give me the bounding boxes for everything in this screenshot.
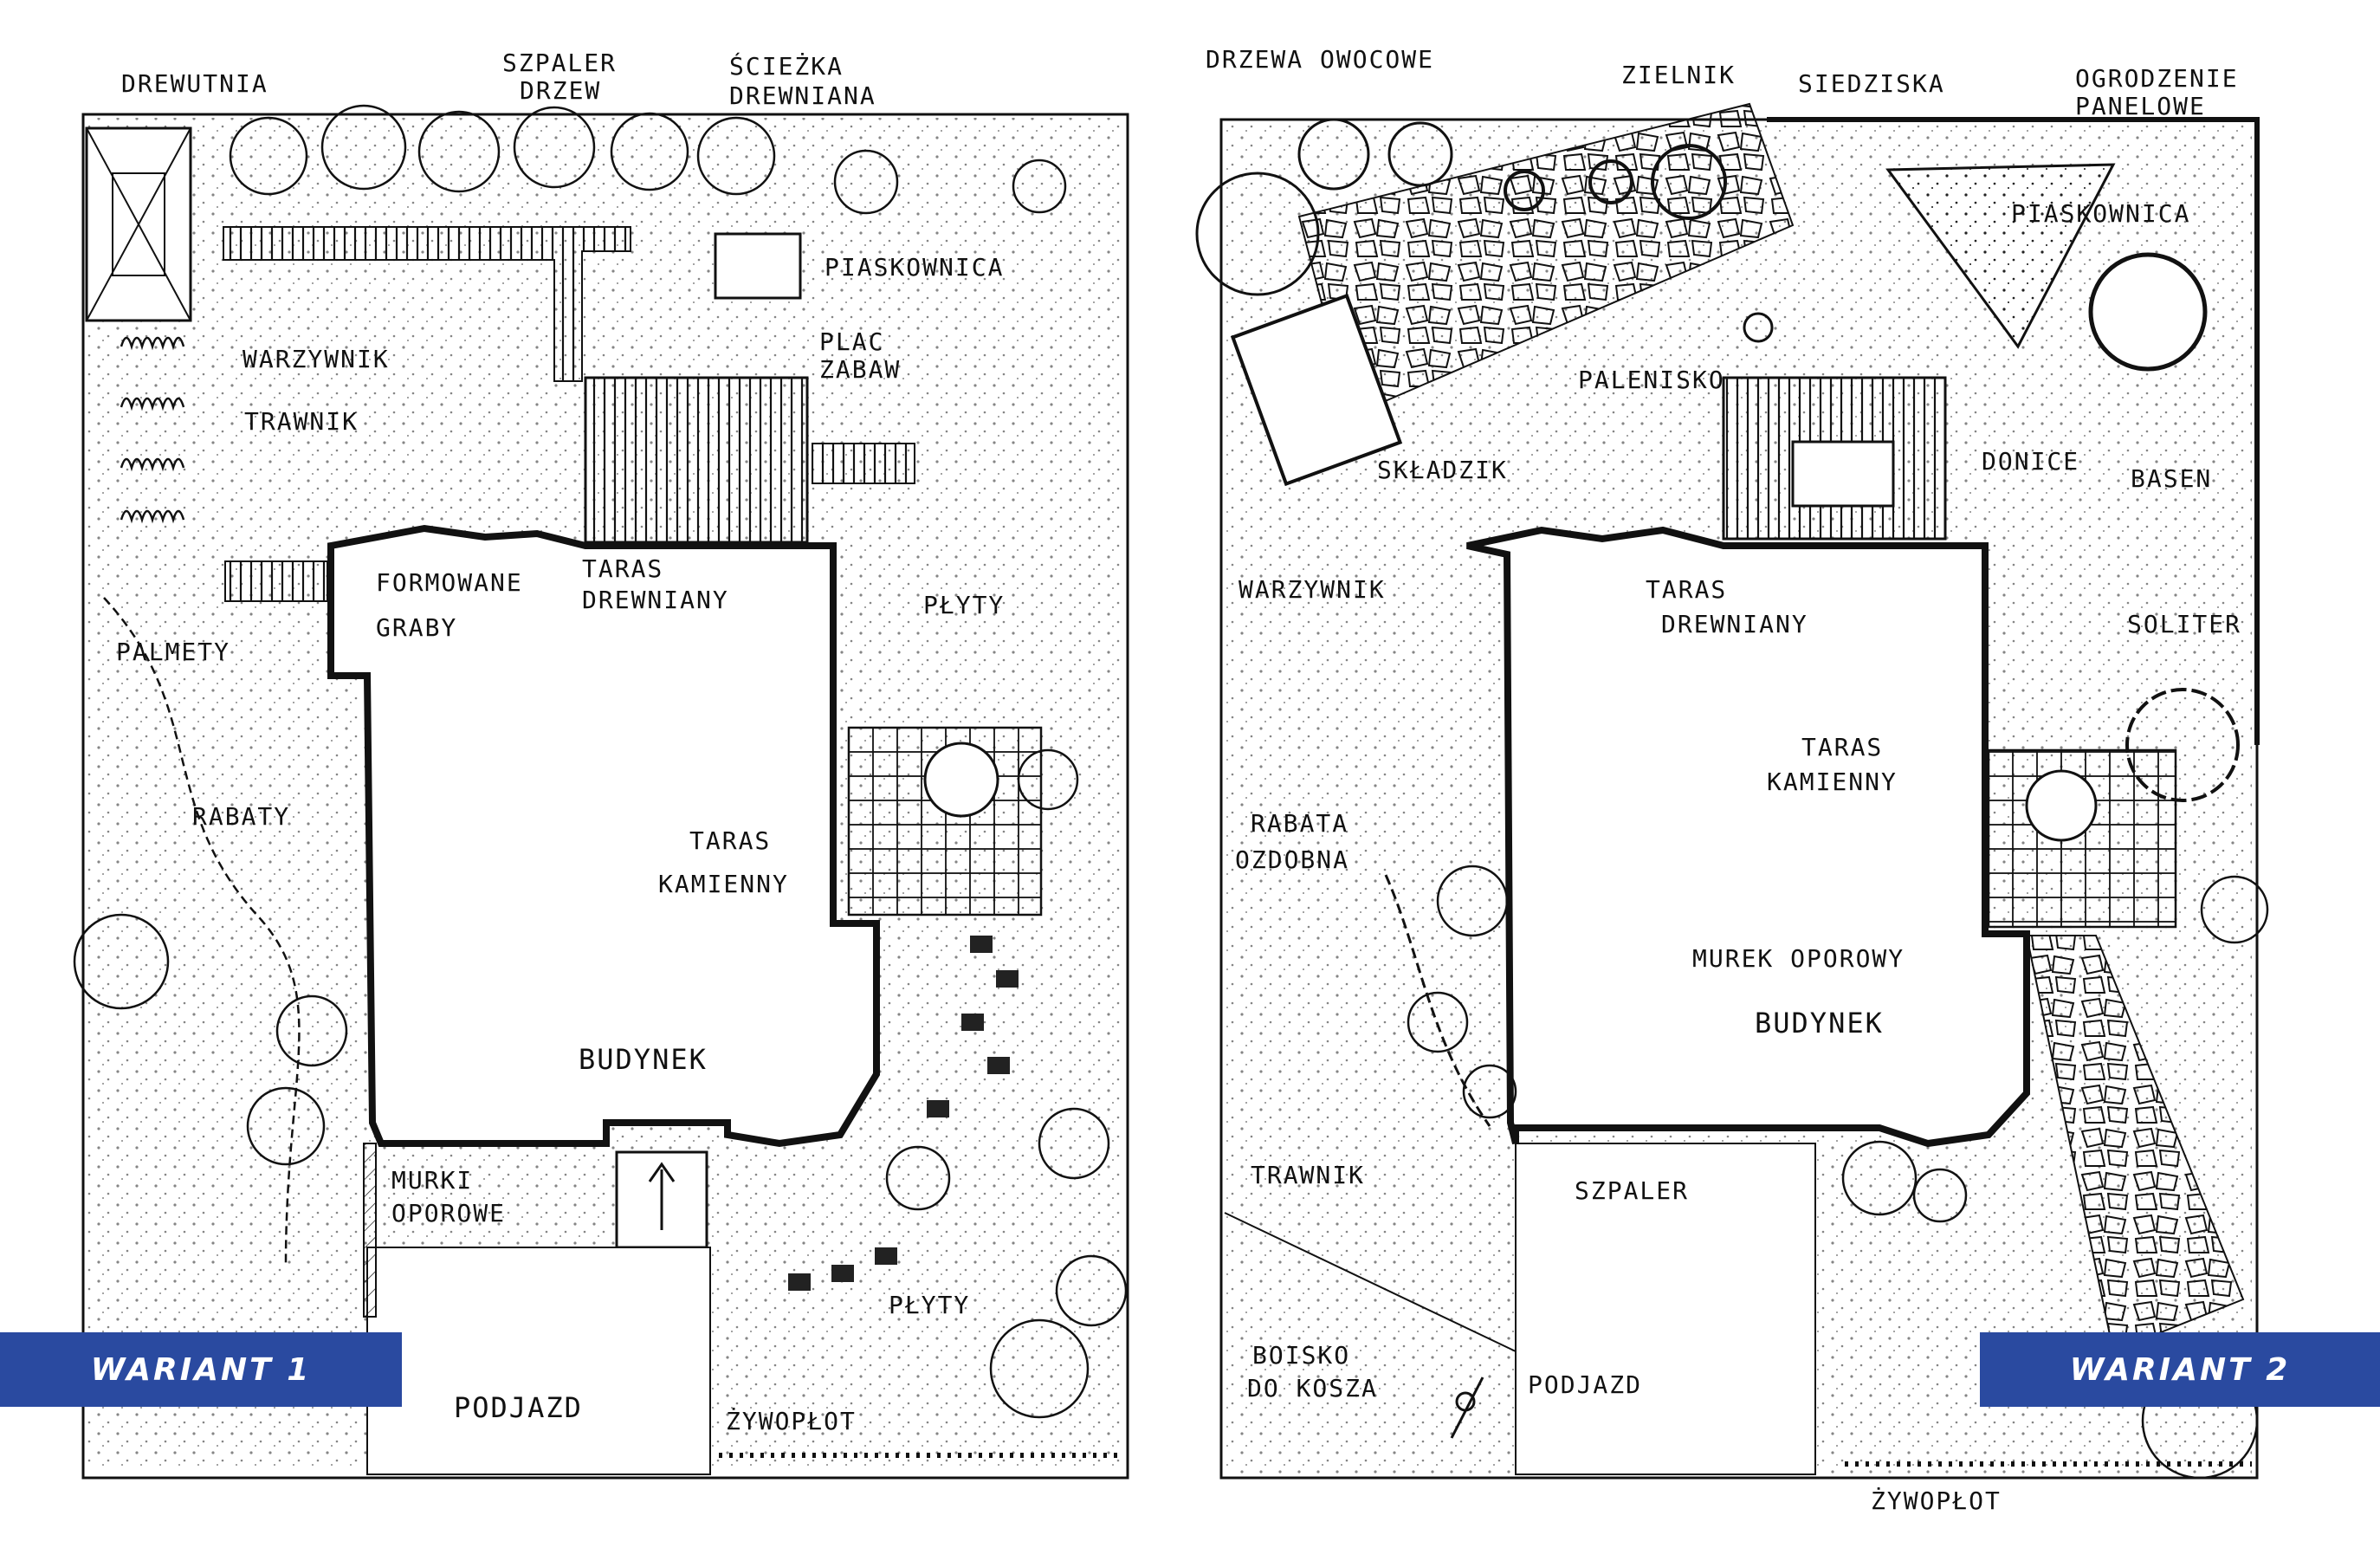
- sandbox-2: [1885, 163, 2116, 349]
- label-zywoplot: ŻYWOPŁOT: [726, 1407, 857, 1435]
- label-taras-kamienny-2: KAMIENNY: [658, 870, 789, 898]
- label-murki-2: OPOROWE: [391, 1199, 506, 1227]
- tree-row: [229, 104, 1067, 215]
- ornamental-beds: [103, 597, 301, 1266]
- label-donice: DONICE: [1982, 447, 2079, 476]
- label-zielnik: ZIELNIK: [1621, 61, 1736, 89]
- driveway: [366, 1247, 711, 1475]
- terrace-table-2: [2025, 769, 2098, 842]
- left-slabs: [224, 560, 328, 602]
- label-sciezka-1: ŚCIEŻKA: [729, 51, 844, 81]
- label-basen: BASEN: [2131, 464, 2212, 493]
- fire-pit: [1743, 312, 1774, 343]
- label-budynek-2: BUDYNEK: [1755, 1007, 1884, 1040]
- plot-boundary: [81, 113, 1129, 1480]
- label-sciezka-2: DREWNIANA: [729, 81, 876, 110]
- label-ogrodzenie-1: OGRODZENIE: [2075, 64, 2239, 93]
- label-podjazd-2: PODJAZD: [1528, 1370, 1642, 1399]
- label-budynek: BUDYNEK: [579, 1043, 708, 1076]
- variant-1-banner-text: WARIANT 1: [90, 1351, 312, 1388]
- label-podjazd: PODJAZD: [454, 1391, 583, 1424]
- herb-garden: [1504, 144, 1727, 220]
- labels-variant-1: DREWUTNIA SZPALER DRZEW ŚCIEŻKA DREWNIAN…: [116, 49, 1005, 1435]
- vegetable-garden: [120, 336, 185, 524]
- label-skladzik: SKŁADZIK: [1377, 456, 1508, 484]
- shrubs: [73, 748, 1128, 1419]
- label-rabata-1: RABATA: [1251, 809, 1348, 838]
- label-taras-kamienny-2b: KAMIENNY: [1767, 768, 1898, 796]
- variant-2-banner: WARIANT 2: [1980, 1332, 2380, 1407]
- label-taras-kamienny-1: TARAS: [689, 826, 771, 855]
- label-zywoplot-2: ŻYWOPŁOT: [1871, 1487, 2002, 1515]
- storage-shed: [1230, 293, 1403, 487]
- basketball-hoop: [1450, 1376, 1484, 1439]
- label-palenisko: PALENISKO: [1578, 366, 1725, 394]
- label-szpaler-1: SZPALER: [502, 49, 617, 77]
- label-taras-kamienny-2a: TARAS: [1801, 733, 1883, 761]
- driveway-2: [1515, 1143, 1816, 1475]
- fruit-trees: [1195, 118, 1453, 296]
- label-drzewa-owocowe: DRZEWA OWOCOWE: [1206, 45, 1434, 74]
- label-boisko-2: DO KOSZA: [1247, 1374, 1378, 1402]
- lawn-edge: [1224, 1212, 1517, 1352]
- label-piaskownica-2: PIASKOWNICA: [2011, 199, 2190, 228]
- label-siedziska: SIEDZISKA: [1798, 69, 1945, 98]
- label-plyty-bottom: PŁYTY: [889, 1291, 970, 1319]
- label-palmety: PALMETY: [116, 638, 230, 666]
- retaining-wall-left: [363, 1143, 377, 1318]
- label-plac-2: ZABAW: [819, 355, 901, 384]
- stepping-stones: [788, 936, 1019, 1291]
- label-murki-1: MURKI: [391, 1166, 473, 1195]
- label-boisko-1: BOISKO: [1252, 1341, 1350, 1370]
- label-formowane-2: GRABY: [376, 613, 457, 642]
- variant-2-banner-text: WARIANT 2: [2069, 1351, 2291, 1388]
- terrace-furniture: [1791, 440, 1895, 508]
- label-szpaler: SZPALER: [1575, 1176, 1689, 1205]
- woodshed: [85, 126, 192, 322]
- side-slabs: [812, 443, 915, 484]
- label-drewutnia: DREWUTNIA: [121, 69, 268, 98]
- label-warzywnik-2: WARZYWNIK: [1239, 575, 1386, 604]
- label-taras-drewniany-2: DREWNIANY: [582, 586, 729, 614]
- label-formowane-1: FORMOWANE: [376, 568, 523, 597]
- plan-variant-1: DREWUTNIA SZPALER DRZEW ŚCIEŻKA DREWNIAN…: [73, 49, 1129, 1480]
- label-szpaler-2: DRZEW: [520, 76, 601, 105]
- label-warzywnik: WARZYWNIK: [243, 345, 390, 373]
- label-taras-drewniany-2a: TARAS: [1646, 575, 1727, 604]
- label-plyty-top: PŁYTY: [923, 591, 1005, 619]
- label-piaskownica: PIASKOWNICA: [825, 253, 1004, 282]
- stone-path-lower: [2025, 935, 2245, 1353]
- label-rabata-2: OZDOBNA: [1235, 845, 1349, 874]
- label-murek: MUREK OPOROWY: [1692, 944, 1905, 973]
- building-v2: [1466, 526, 2030, 1148]
- wooden-terrace: [584, 376, 809, 544]
- sandbox: [714, 232, 802, 300]
- shrubs-2: [1407, 865, 2269, 1480]
- ornamental-bed-2: [1384, 874, 1491, 1127]
- wooden-path: [223, 226, 631, 382]
- label-plac-1: PLAC: [819, 327, 884, 356]
- label-rabaty: RABATY: [192, 802, 290, 831]
- labels-variant-2: DRZEWA OWOCOWE ZIELNIK SIEDZISKA OGRODZE…: [1206, 45, 2241, 1515]
- soliter-tree: [2125, 688, 2240, 802]
- label-trawnik-2: TRAWNIK: [1251, 1161, 1365, 1189]
- variant-1-banner: WARIANT 1: [0, 1332, 402, 1407]
- building-v1: [327, 524, 880, 1148]
- label-taras-drewniany-1: TARAS: [582, 554, 663, 583]
- plan-variant-2: DRZEWA OWOCOWE ZIELNIK SIEDZISKA OGRODZE…: [1195, 45, 2269, 1515]
- label-taras-drewniany-2b: DREWNIANY: [1661, 610, 1808, 638]
- pool: [2088, 252, 2208, 372]
- terrace-table: [923, 742, 999, 818]
- panel-fence: [1767, 117, 2260, 745]
- label-trawnik: TRAWNIK: [244, 407, 359, 436]
- label-ogrodzenie-2: PANELOWE: [2075, 92, 2206, 120]
- label-soliter: SOLITER: [2127, 610, 2241, 638]
